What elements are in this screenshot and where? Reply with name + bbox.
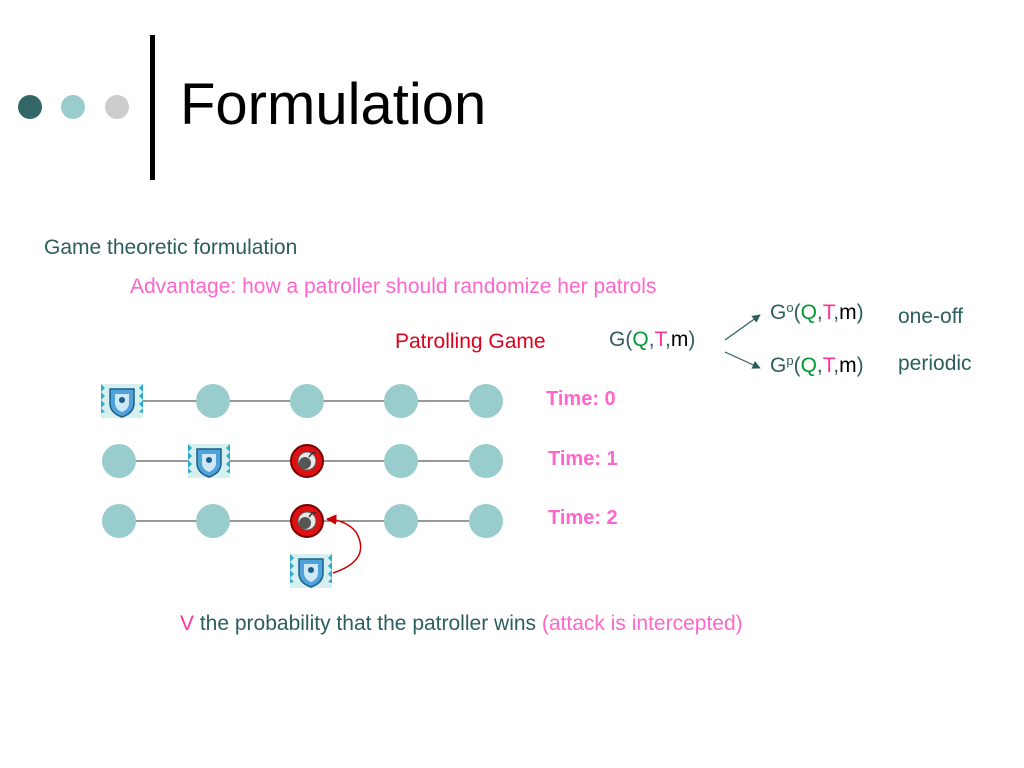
node [384,384,418,418]
slide-title: Formulation [180,72,487,137]
node [102,444,136,478]
patroller-badge-icon [289,553,333,589]
node [102,504,136,538]
node [469,504,503,538]
time-1-label: Time: 1 [548,448,618,470]
game-theoretic-line: Game theoretic formulation [44,236,298,259]
oneoff-arrow [724,314,761,341]
node [469,444,503,478]
v-description: the probability that the patroller wins [194,612,542,635]
bomb-icon [290,504,324,538]
m-symbol: m [839,301,857,324]
decor-dot-teal [61,95,85,119]
superscript-o: o [786,300,794,315]
title-divider [150,35,155,180]
comma: , [833,354,840,377]
q-symbol: Q [800,354,817,377]
m-symbol: m [839,354,857,377]
oneoff-game-notation: Go(Q,T,m) [770,300,864,325]
decor-dot-grey [105,95,129,119]
node [196,504,230,538]
intercept-arrow [325,514,362,574]
periodic-arrow [724,351,761,369]
time-0-label: Time: 0 [546,388,616,410]
paren: ) [856,354,864,377]
value-definition: V the probability that the patroller win… [180,612,743,636]
decor-dot-dark [18,95,42,119]
v-symbol: V [180,612,195,635]
patrolling-game-label: Patrolling Game [395,330,546,353]
patroller-badge-icon [100,383,144,419]
node [196,384,230,418]
node [290,384,324,418]
g-symbol: G [770,301,787,324]
comma: , [648,328,655,351]
comma: , [816,301,823,324]
bomb-icon [290,444,324,478]
node [384,504,418,538]
q-symbol: Q [632,328,649,351]
comma: , [833,301,840,324]
t-symbol: T [822,301,834,324]
advantage-line: Advantage: how a patroller should random… [130,275,657,298]
m-symbol: m [670,328,689,351]
paren: ( [793,354,801,377]
superscript-p: p [786,353,794,368]
paren: ) [856,301,864,324]
paren: ( [625,328,633,351]
patroller-badge-icon [187,443,231,479]
one-off-label: one-off [898,305,963,328]
paren: ) [688,328,696,351]
paren: ( [793,301,801,324]
v-parenthetical: (attack is intercepted) [541,612,743,635]
periodic-label: periodic [898,352,972,375]
comma: , [816,354,823,377]
q-symbol: Q [800,301,817,324]
g-symbol: G [609,328,626,351]
node [469,384,503,418]
t-symbol: T [654,328,666,351]
comma: , [665,328,671,351]
node [384,444,418,478]
periodic-game-notation: Gp(Q,T,m) [770,353,864,378]
game-notation: G(Q,T,m) [609,328,695,352]
time-2-label: Time: 2 [548,507,618,529]
g-symbol: G [770,354,787,377]
t-symbol: T [822,354,834,377]
